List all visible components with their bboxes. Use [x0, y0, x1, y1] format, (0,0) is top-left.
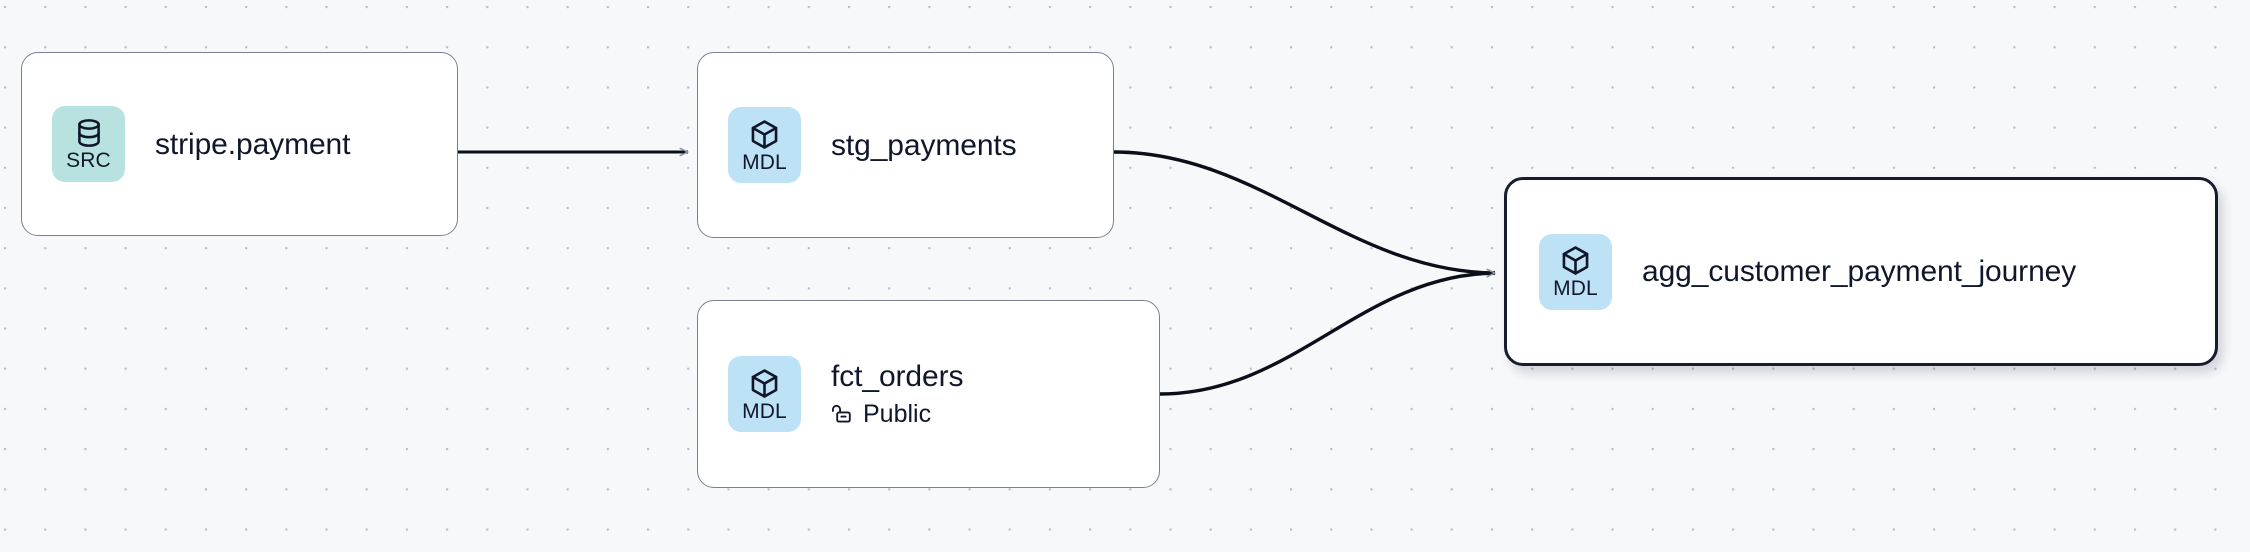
edge-stg-to-agg — [1113, 150, 1495, 273]
badge-src: SRC — [52, 106, 125, 182]
badge-mdl: MDL — [728, 356, 801, 432]
cube-icon — [751, 119, 778, 149]
badge-mdl: MDL — [728, 107, 801, 183]
node-title: agg_customer_payment_journey — [1642, 255, 2077, 288]
badge-mdl-label: MDL — [742, 399, 787, 423]
node-body: stg_payments — [831, 127, 1017, 164]
node-body: fct_orders Public — [831, 358, 963, 430]
node-body: stripe.payment — [155, 126, 350, 163]
unlock-icon — [831, 404, 851, 423]
cube-icon — [751, 368, 778, 398]
node-fct-orders[interactable]: MDL fct_orders Public — [697, 300, 1160, 488]
node-visibility-label: Public — [863, 400, 932, 428]
node-title: stg_payments — [831, 128, 1017, 162]
badge-mdl: MDL — [1539, 233, 1612, 310]
cube-icon — [1562, 246, 1589, 275]
edge-fct-to-agg — [1159, 273, 1495, 396]
badge-mdl-label: MDL — [742, 150, 787, 174]
database-icon — [77, 119, 100, 147]
node-stripe-payment[interactable]: SRC stripe.payment — [21, 52, 458, 236]
node-title: stripe.payment — [155, 127, 351, 161]
badge-mdl-label: MDL — [1553, 277, 1598, 300]
node-agg-customer-payment-journey[interactable]: MDL agg_customer_payment_journey — [1504, 177, 2218, 366]
node-stg-payments[interactable]: MDL stg_payments — [697, 52, 1114, 238]
node-title: fct_orders — [831, 360, 964, 393]
node-body: agg_customer_payment_journey — [1642, 253, 2076, 290]
badge-src-label: SRC — [66, 149, 111, 172]
node-visibility: Public — [831, 398, 963, 430]
